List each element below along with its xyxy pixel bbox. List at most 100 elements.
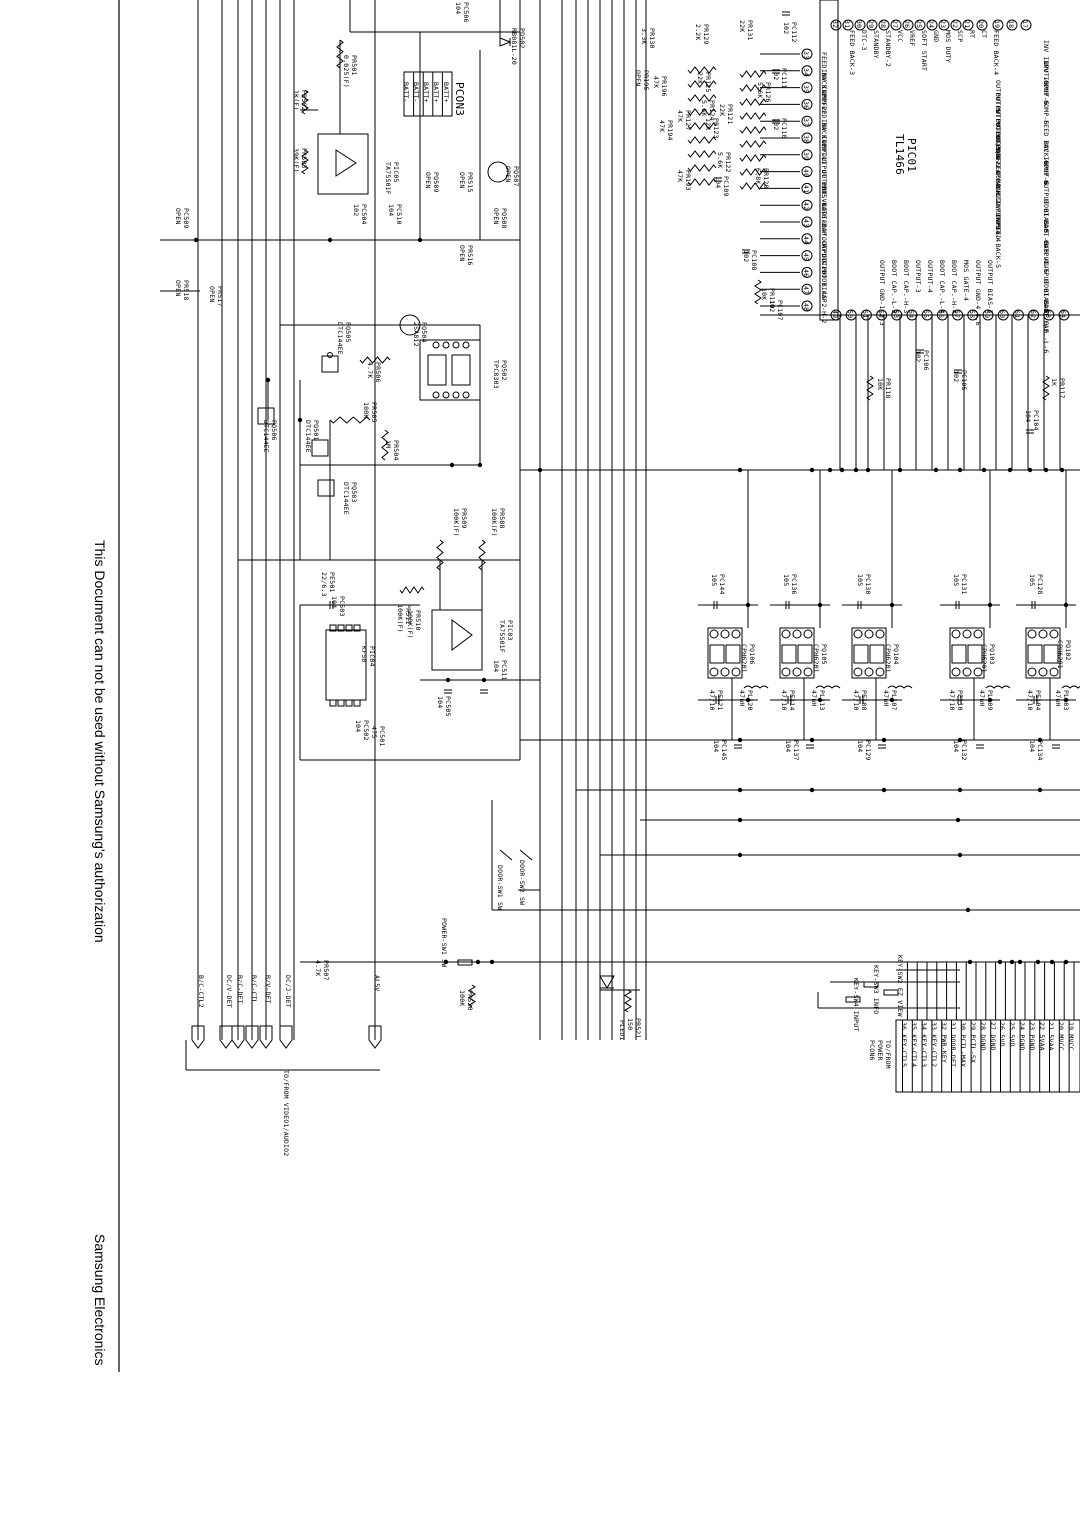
ic-pin-label: SCP (956, 30, 964, 43)
ic-pin-circle (891, 309, 903, 321)
component-value: 47uH (1054, 690, 1062, 707)
mosfet-die (427, 354, 447, 386)
junction-dot (965, 907, 971, 913)
power-connector-pin: 32 PWR-KEY (939, 1022, 948, 1064)
component-ref: PC511 (500, 660, 508, 681)
ic-pin-circle (1028, 309, 1040, 321)
ic-pin-label: FEED BACK-5 (994, 223, 1002, 269)
component-value: 102 (782, 22, 790, 35)
component-ref: PR194 (666, 120, 674, 141)
junction-dot (981, 467, 987, 473)
ic-pin-number: 39 (802, 151, 810, 161)
ic-pin-number: 20 (977, 20, 985, 29)
ic-body-edge (819, 0, 839, 321)
component-ref: PL103 (1062, 690, 1070, 711)
component-value: 47/10 (948, 690, 956, 711)
opamp-package (431, 609, 483, 671)
component-value: 22/6.3 (320, 572, 328, 597)
junction-dot (1017, 959, 1023, 965)
component-ref: PR509 (460, 508, 468, 529)
ic-pin-number: 45 (802, 252, 810, 261)
pin-circle (803, 629, 813, 639)
component-ref: PC111 (780, 68, 788, 89)
component-ref: PD502 (518, 28, 526, 49)
component-value: 104 (1028, 740, 1036, 753)
component-ref: PR121 (726, 104, 734, 125)
junction-dots (193, 237, 1069, 965)
ic-pin-number: 46 (802, 269, 810, 278)
ic-pin-number: 40 (802, 168, 810, 177)
component-value: 1K(F) (292, 90, 300, 111)
ic-pin-number: 23 (939, 20, 947, 29)
ic-pin-circle (801, 98, 813, 110)
transistor-circle (399, 314, 421, 336)
junction-dot (417, 237, 423, 243)
component-value: 104 (1024, 410, 1032, 423)
ic-pin-circle (1020, 19, 1032, 31)
ic-pin-number: 47 (802, 286, 810, 295)
pin-circle (442, 341, 450, 349)
junction-dot (1063, 602, 1069, 608)
junction-dot (865, 467, 871, 473)
led-symbol (599, 975, 615, 989)
ic-pin-number: 62 (1028, 310, 1037, 319)
power-connector-pin: 35 KEY-CTL4 (910, 1022, 919, 1068)
component-value: OPEN (174, 280, 182, 297)
junction-dot (897, 467, 903, 473)
transistor-circle (487, 161, 509, 183)
power-connector-pin: 20 MVCC (1057, 1022, 1066, 1051)
power-connector-pin: 19 MVCC (1067, 1022, 1075, 1051)
component-ref: PR127 (684, 110, 692, 131)
component-ref: PC509 (182, 208, 190, 229)
resistor-symbol (468, 984, 476, 1008)
component-ref: PQ505 (344, 322, 352, 343)
component-value: 47/10 (708, 690, 716, 711)
transistor-box (257, 407, 275, 425)
ic-pin-label: STANDBY (872, 30, 880, 59)
component-value: OPEN (174, 208, 182, 225)
component-value: 105 (952, 574, 960, 587)
component-value: 47/10 (852, 690, 860, 711)
component-ref: PR506 (374, 362, 382, 383)
component-value: 47uH (738, 690, 746, 707)
component-ref: PC505 (444, 696, 452, 717)
component-ref: PR501 (350, 55, 358, 76)
mosfet-die (967, 644, 983, 664)
component-ref: PE108 (860, 690, 868, 711)
ic-pin-circle (950, 19, 962, 31)
component-value: DTC144EE (342, 482, 350, 515)
connector-pin-symbol (219, 1025, 233, 1049)
footer-company: Samsung Electronics (92, 1234, 108, 1366)
component-value: CPH6201 (884, 644, 892, 673)
component-ref: PC510 (395, 204, 403, 225)
junction-dot (1007, 467, 1013, 473)
ic-pin-number: 36 (802, 101, 810, 110)
junction-dot (737, 787, 743, 793)
component-ref: PQ504 (420, 322, 428, 343)
component-ref: PC107 (776, 300, 784, 321)
ic-pin-number: 48 (802, 303, 810, 312)
video-audio-signal: B/C-CTL (250, 975, 258, 1004)
power-connector-pin: 36 KEY-CTL5 (900, 1022, 909, 1068)
junction-dot (475, 959, 481, 965)
switch-lever (519, 849, 533, 861)
component-value: 22K (738, 20, 746, 33)
component-value: 47uH (810, 690, 818, 707)
switch-label: KEY-SW2 EZ VIEW (896, 955, 904, 1017)
connector-pin-symbol (368, 1025, 382, 1049)
component-value: 105 (1028, 574, 1036, 587)
pin-circle (864, 629, 874, 639)
pin-circle (781, 667, 791, 677)
resistor-symbol (359, 356, 391, 364)
component-ref: PC128 (1036, 574, 1044, 595)
ic-pin-number: 49 (831, 310, 839, 319)
battery-connector-box (403, 71, 453, 117)
component-ref: PR129 (702, 24, 710, 45)
inductor-symbol (815, 685, 841, 689)
pin-square (353, 699, 361, 707)
main-ic-part: TL1466 (893, 134, 906, 175)
component-ref: PC112 (790, 22, 798, 43)
ic-pin-number: 37 (802, 118, 810, 127)
battery-pin: BATT+ (432, 82, 440, 103)
component-ref: PR122 (724, 152, 732, 173)
